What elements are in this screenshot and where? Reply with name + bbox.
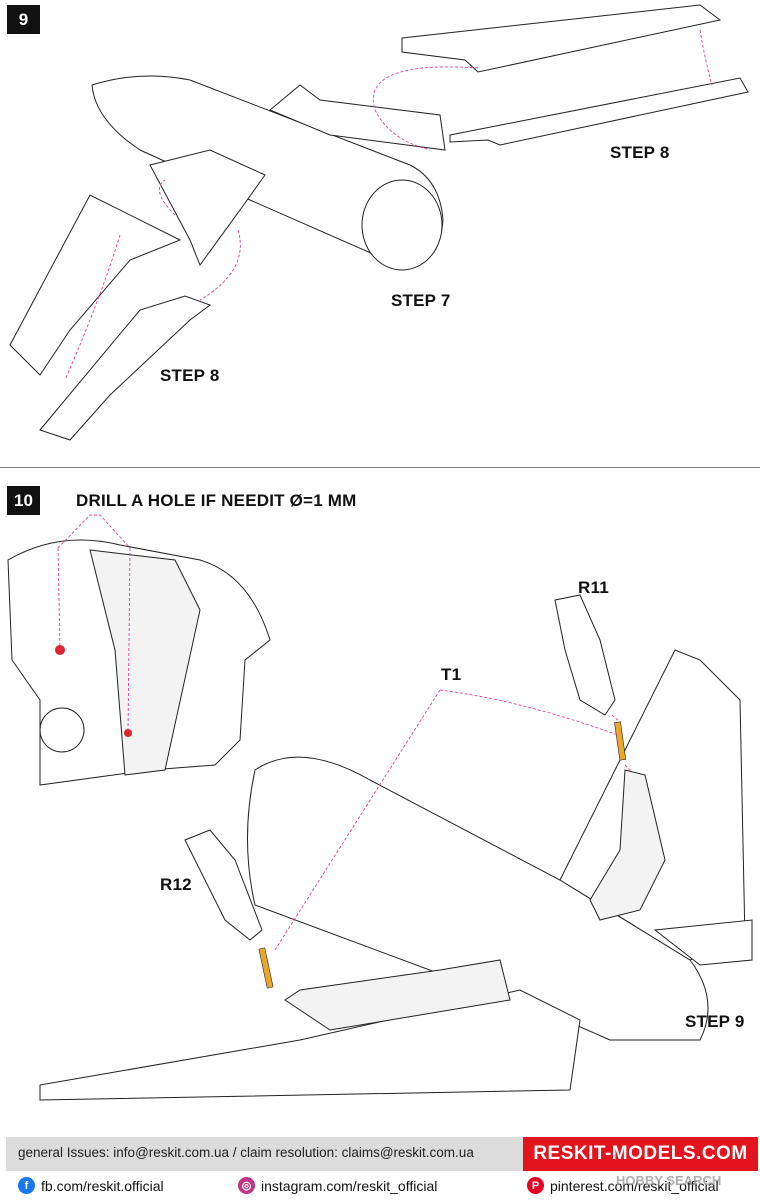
facebook-icon: f [18,1177,35,1194]
right-wing-lower-flap [449,77,749,146]
footer-contact-text: general Issues: info@reskit.com.ua / cla… [18,1145,474,1160]
t1-label: T1 [441,665,462,684]
step-10-illustration [7,514,753,1101]
step-9-badge: 9 [7,5,40,34]
tail-section [653,919,753,966]
inset-wheel [39,707,85,753]
main-gear-right [269,84,446,151]
instagram-text: instagram.com/reskit_official [261,1177,438,1194]
step-8-right-label: STEP 8 [610,143,670,162]
instagram-icon: ◎ [238,1177,255,1194]
step-9-label: STEP 9 [685,1012,745,1031]
main-gear-leg-right [589,769,666,921]
step-10-number: 10 [14,490,33,510]
brand-website-text: RESKIT-MODELS.COM [533,1143,748,1164]
inset-gear-bay [89,549,201,776]
fuselage-body [91,75,444,269]
r12-gear-door [184,829,263,941]
r11-gear-door [554,594,616,716]
t1-part-right [614,721,627,761]
step-9-number: 9 [18,9,29,29]
step-7-label: STEP 7 [391,291,451,310]
hobby-search-watermark: HOBBY SEARCH [616,1173,722,1188]
pinterest-text: pinterest.com/reskit_official [550,1177,719,1194]
pinterest-link[interactable]: P pinterest.com/reskit_official [527,1177,719,1194]
section-divider [0,467,760,468]
left-wing [39,989,581,1101]
r12-label: R12 [160,875,192,894]
pinterest-icon: P [527,1177,544,1194]
r11-label: R11 [578,578,609,597]
step-10-instruction: DRILL A HOLE IF NEEDIT Ø=1 MM [76,491,357,510]
facebook-link[interactable]: f fb.com/reskit.official [18,1177,164,1194]
main-gear-bay [284,959,511,1031]
left-wing-lower-flap [39,295,212,441]
brand-website-link[interactable]: RESKIT-MODELS.COM [523,1137,758,1171]
fuselage-body [247,756,709,1041]
step-9-illustration [9,4,749,441]
engine-intake [361,179,443,271]
right-wing-upper [401,4,722,73]
instagram-link[interactable]: ◎ instagram.com/reskit_official [238,1177,437,1194]
step-8-left-label: STEP 8 [160,366,220,385]
step-10-badge: 10 [7,486,40,515]
facebook-text: fb.com/reskit.official [41,1177,164,1194]
t1-part-left [258,947,274,989]
left-wing-upper [9,194,182,376]
main-gear-left [149,149,266,267]
